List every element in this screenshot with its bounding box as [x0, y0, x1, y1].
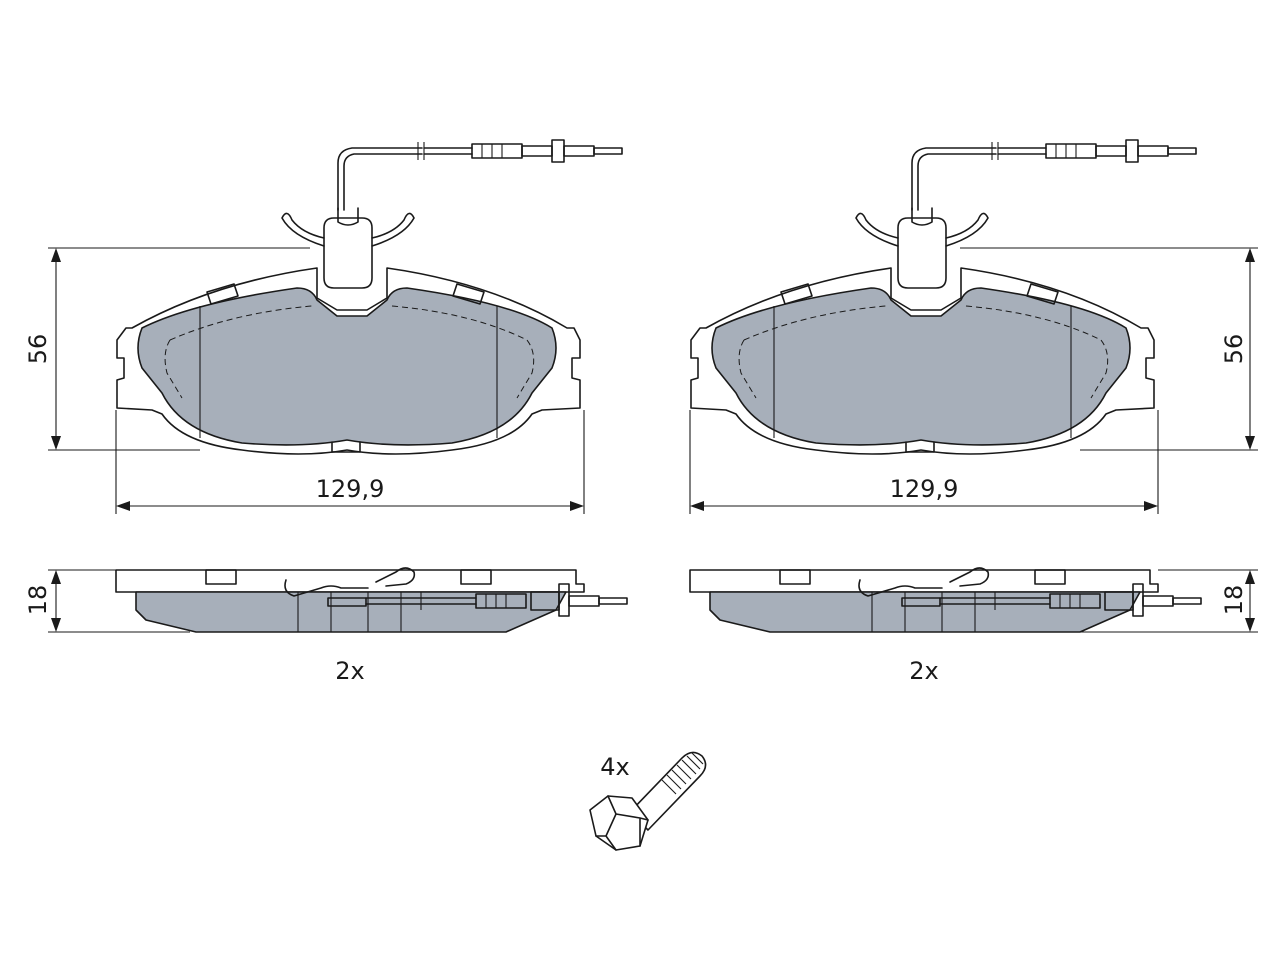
right-width-dimension	[689, 410, 1159, 514]
bolt-quantity: 4x	[600, 753, 629, 781]
left-thickness-label: 18	[24, 585, 52, 616]
right-height-label: 56	[1220, 334, 1248, 365]
right-pad-quantity: 2x	[909, 657, 938, 685]
right-pad-side-view	[689, 567, 1202, 633]
left-pad-front-view	[116, 139, 623, 455]
left-width-label: 129,9	[316, 475, 385, 503]
right-thickness-dimension	[1080, 569, 1258, 633]
left-height-dimension	[48, 247, 310, 451]
left-pad-side-view	[115, 567, 628, 633]
right-height-dimension	[960, 247, 1258, 451]
right-thickness-label: 18	[1220, 585, 1248, 616]
right-pad-front-view	[690, 139, 1197, 455]
left-pad-quantity: 2x	[335, 657, 364, 685]
left-thickness-dimension	[48, 569, 190, 633]
left-height-label: 56	[24, 334, 52, 365]
right-width-label: 129,9	[890, 475, 959, 503]
bolt-icon	[589, 751, 707, 851]
left-width-dimension	[115, 410, 585, 514]
